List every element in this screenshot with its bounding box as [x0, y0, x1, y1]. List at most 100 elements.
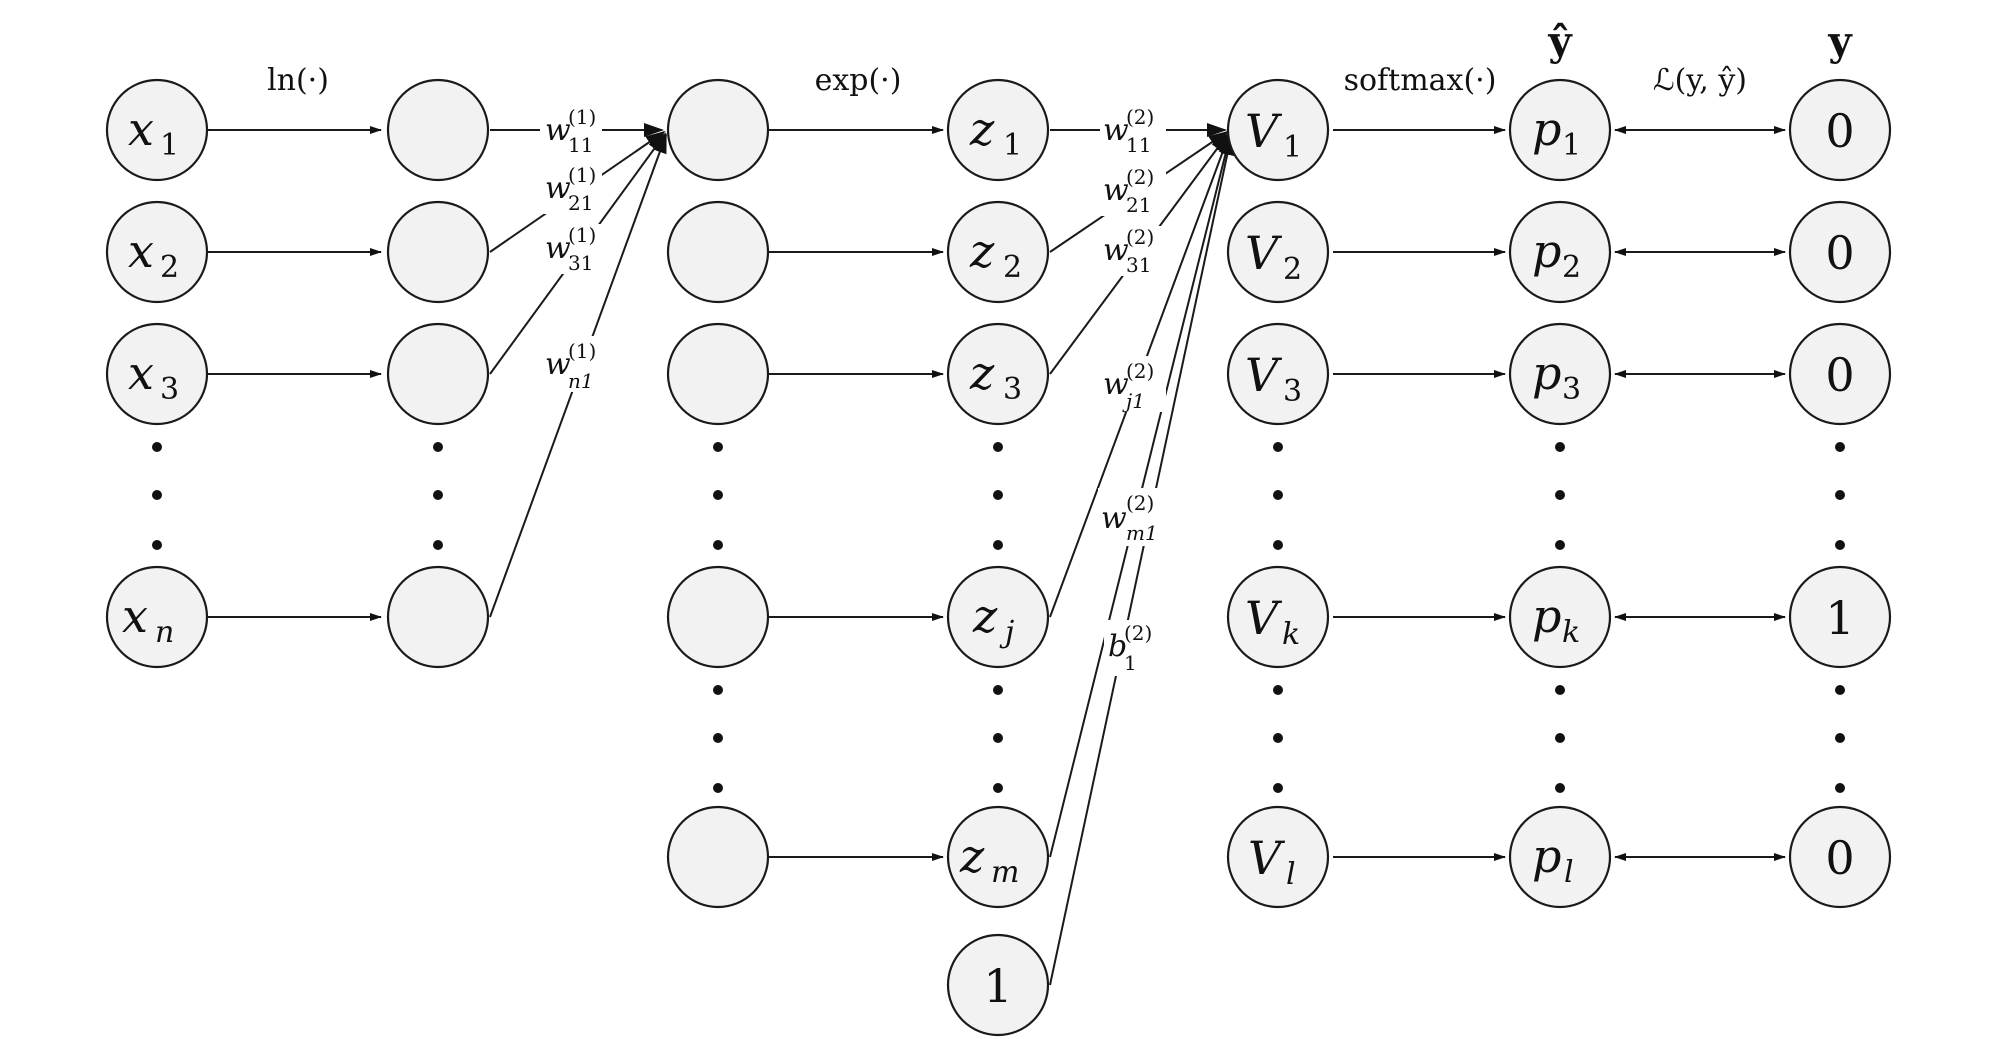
- node-z2: z 2: [946, 200, 1050, 304]
- weight-label-wn1-1: w (1) n1: [540, 336, 602, 393]
- softmax-function-label: softmax(·): [1344, 63, 1497, 98]
- node-z3-base: z: [969, 346, 995, 400]
- ellipsis-dot: [1555, 685, 1565, 695]
- weight-wn1-1-base: w: [545, 347, 571, 382]
- ellipsis-dot: [433, 540, 443, 550]
- node-ln-n: [386, 565, 490, 669]
- node-ln-3: [386, 322, 490, 426]
- ellipsis-dot: [713, 540, 723, 550]
- p-column: p 1 p 2 p 3 p k p l: [1508, 78, 1612, 909]
- node-zm-base: z: [959, 829, 985, 883]
- input-column: x 1 x 2 x 3 x n: [105, 78, 209, 669]
- weight-w21-1-sub: 21: [568, 191, 593, 215]
- ellipsis-dot: [1273, 442, 1283, 452]
- node-p1: p 1: [1508, 78, 1612, 182]
- weight-w31-1-sub: 31: [568, 251, 593, 275]
- node-y2: 0: [1788, 200, 1892, 304]
- node-pl-base: p: [1532, 829, 1561, 883]
- node-z2-sub: 2: [1003, 250, 1022, 285]
- weight-b1-2-sup: (2): [1124, 621, 1152, 645]
- v-column: V 1 V 2 V 3 V k V l: [1226, 78, 1330, 909]
- node-x2-base: x: [128, 224, 154, 278]
- node-ln-1: [386, 78, 490, 182]
- node-xn-base: x: [122, 589, 148, 643]
- weight-w21-2-sup: (2): [1126, 165, 1154, 189]
- weight-w11-2-sup: (2): [1126, 105, 1154, 129]
- weight-label-w11-1: w (1) 11: [540, 105, 602, 158]
- node-v3: V 3: [1226, 322, 1330, 426]
- weight-label-w11-2: w (2) 11: [1100, 105, 1166, 158]
- node-pl: p l: [1508, 805, 1612, 909]
- ellipsis-dot: [152, 490, 162, 500]
- ellipsis-dot: [152, 540, 162, 550]
- weight-w21-2-sub: 21: [1126, 193, 1151, 217]
- node-p3-sub: 3: [1562, 372, 1581, 407]
- node-v3-sub: 3: [1283, 374, 1302, 409]
- weight-label-w31-1: w (1) 31: [540, 223, 602, 275]
- node-v1: V 1: [1226, 78, 1330, 182]
- node-p3-base: p: [1532, 346, 1561, 400]
- node-y2-value: 0: [1825, 226, 1854, 280]
- ellipsis-dot: [1835, 490, 1845, 500]
- top-labels: ln(·) exp(·) softmax(·) ℒ(y, ŷ) ŷ y: [267, 18, 1853, 98]
- ellipsis-dot: [1835, 685, 1845, 695]
- ellipsis-dot: [713, 685, 723, 695]
- node-vl-base: V: [1248, 831, 1286, 885]
- exp-function-label: exp(·): [815, 63, 902, 98]
- weight-wn1-1-sup: (1): [568, 339, 596, 363]
- node-pl-sub: l: [1564, 855, 1574, 890]
- node-x2: x 2: [105, 200, 209, 304]
- z-column: z 1 z 2 z 3 z j z m 1: [946, 78, 1050, 1037]
- node-z3-sub: 3: [1003, 372, 1022, 407]
- node-p2: p 2: [1508, 200, 1612, 304]
- edge-b1-2: [1049, 135, 1235, 986]
- weight-label-b1-2: b (2) 1: [1104, 620, 1162, 676]
- ellipsis-dot: [1273, 783, 1283, 793]
- ellipsis-dot: [433, 442, 443, 452]
- weight-w31-2-sub: 31: [1126, 253, 1151, 277]
- node-pk-base: p: [1532, 589, 1561, 643]
- node-p1-base: p: [1532, 102, 1561, 156]
- weight-w31-2-sup: (2): [1126, 225, 1154, 249]
- node-yl-value: 0: [1825, 831, 1854, 885]
- node-zm-sub: m: [991, 855, 1019, 890]
- y-hat-header: ŷ: [1547, 18, 1573, 65]
- y-header: y: [1827, 18, 1853, 65]
- ellipsis-dot: [1835, 783, 1845, 793]
- node-vk-base: V: [1245, 591, 1283, 645]
- node-z1: z 1: [946, 78, 1050, 182]
- ellipsis-dot: [1273, 540, 1283, 550]
- ellipsis-dot: [993, 442, 1003, 452]
- node-x3-base: x: [128, 346, 154, 400]
- node-p1-sub: 1: [1562, 128, 1581, 163]
- weight-wm1-2-base: w: [1101, 501, 1127, 536]
- ellipsis-dot: [993, 783, 1003, 793]
- node-yl: 0: [1788, 805, 1892, 909]
- node-hidden-m: [666, 805, 770, 909]
- ellipsis-dot: [1273, 733, 1283, 743]
- node-yk: 1: [1788, 565, 1892, 669]
- weight-w11-1-sup: (1): [568, 105, 596, 129]
- weight-w31-1-sup: (1): [568, 223, 596, 247]
- node-v2-sub: 2: [1283, 252, 1302, 287]
- node-y3: 0: [1788, 322, 1892, 426]
- ellipsis-dot: [1273, 685, 1283, 695]
- weight-label-wm1-2: w (2) m1: [1098, 488, 1174, 546]
- ellipsis-dot: [433, 490, 443, 500]
- ellipsis-dot: [713, 733, 723, 743]
- loss-function-label: ℒ(y, ŷ): [1653, 63, 1747, 98]
- ellipsis-dot: [1555, 442, 1565, 452]
- node-y3-value: 0: [1825, 348, 1854, 402]
- weight-labels-layer1: w (1) 11 w (1) 21 w (1) 31 w (1) n1: [540, 105, 602, 393]
- ellipsis-dot: [152, 442, 162, 452]
- ellipsis-dot: [713, 783, 723, 793]
- node-hidden-3: [666, 322, 770, 426]
- weight-w11-1-base: w: [545, 113, 571, 148]
- node-v1-base: V: [1245, 104, 1283, 158]
- ellipsis-dot: [1273, 490, 1283, 500]
- node-xn: x n: [105, 565, 209, 669]
- weight-label-w31-2: w (2) 31: [1100, 225, 1166, 277]
- node-v2-base: V: [1245, 226, 1283, 280]
- node-ln-2: [386, 200, 490, 304]
- weight-wj1-2-sub: j1: [1122, 389, 1145, 413]
